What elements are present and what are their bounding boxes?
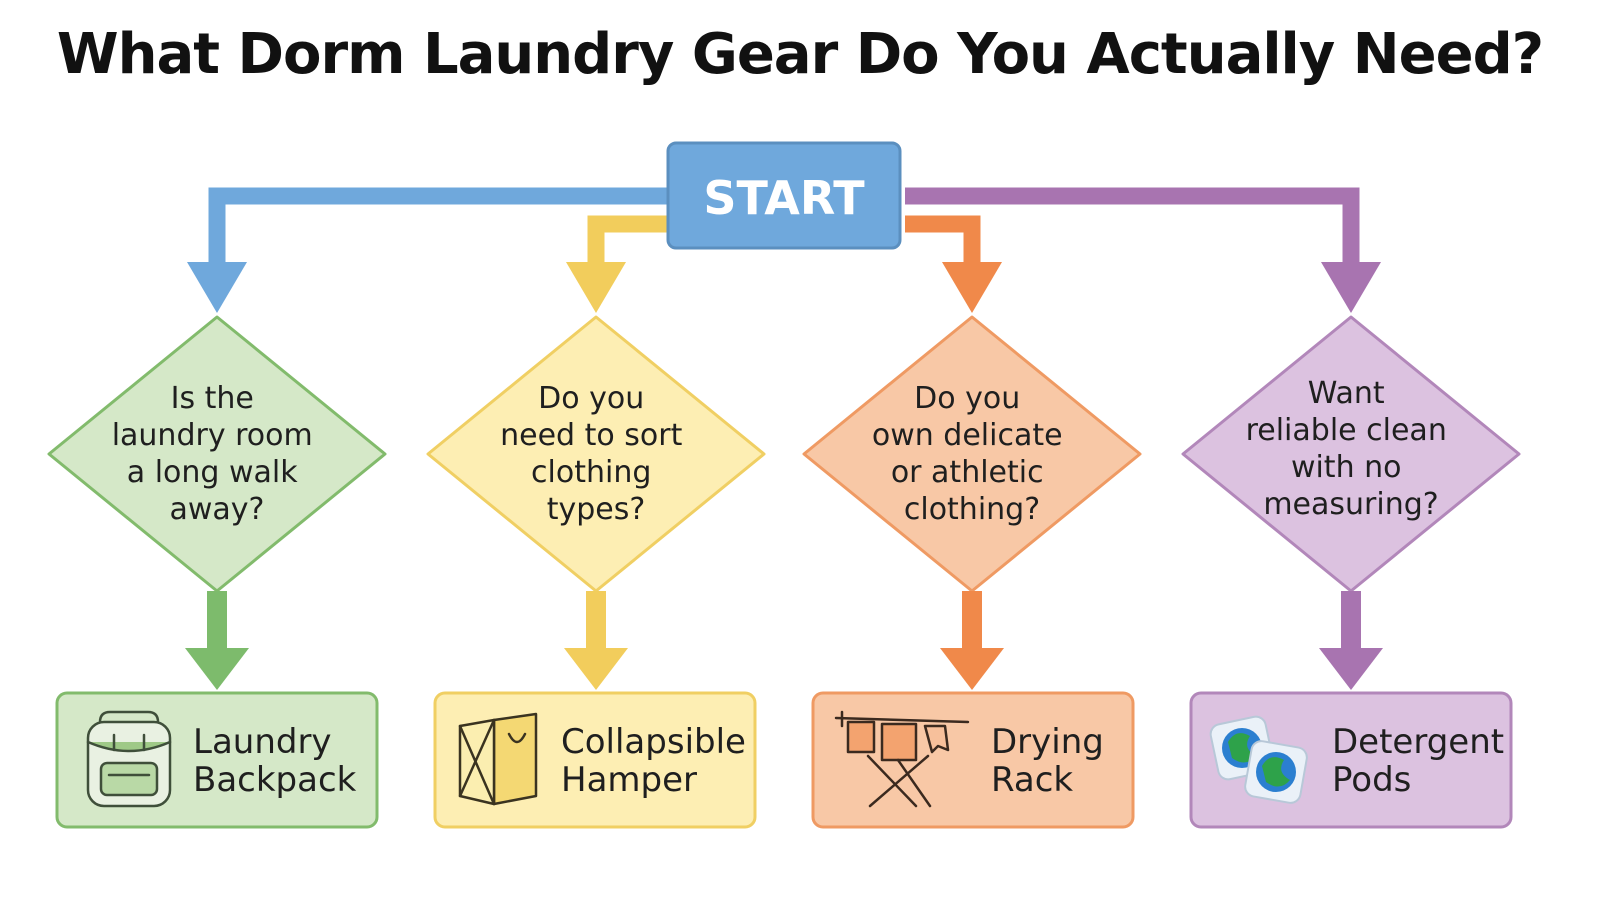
connector-2 — [566, 215, 680, 313]
branch-4: Want reliable clean with no measuring? D… — [1181, 315, 1521, 829]
question-text: Is the laundry room a long walk away? — [112, 381, 323, 527]
question-diamond — [802, 315, 1142, 593]
down-arrow — [564, 591, 628, 690]
branch-1: Is the laundry room a long walk away? La… — [47, 315, 387, 829]
branch-3: Do you own delicate or athletic clothing… — [802, 315, 1142, 829]
start-node: START — [666, 141, 902, 250]
question-text: Want reliable clean with no measuring? — [1246, 376, 1457, 522]
result-text: Drying Rack — [991, 722, 1115, 800]
backpack-icon — [86, 710, 172, 808]
question-text: Do you own delicate or athletic clothing… — [872, 381, 1072, 527]
down-arrow — [1319, 591, 1383, 690]
result-text: Collapsible Hamper — [561, 722, 757, 800]
question-text: Do you need to sort clothing types? — [500, 381, 692, 527]
down-arrow — [185, 591, 249, 690]
question-diamond — [47, 315, 387, 593]
page-title: What Dorm Laundry Gear Do You Actually N… — [56, 22, 1544, 87]
connector-1 — [187, 187, 680, 313]
connector-4 — [905, 187, 1381, 313]
drying-rack-icon — [834, 710, 970, 808]
down-arrow — [940, 591, 1004, 690]
result-text: Laundry Backpack — [193, 722, 357, 800]
connector-3 — [905, 215, 1002, 313]
result-text: Detergent Pods — [1332, 722, 1515, 800]
question-diamond — [426, 315, 766, 593]
detergent-pods-icon — [1209, 715, 1308, 804]
start-label: START — [703, 171, 865, 225]
hamper-icon — [458, 712, 538, 806]
branch-2: Do you need to sort clothing types? Coll… — [426, 315, 766, 829]
